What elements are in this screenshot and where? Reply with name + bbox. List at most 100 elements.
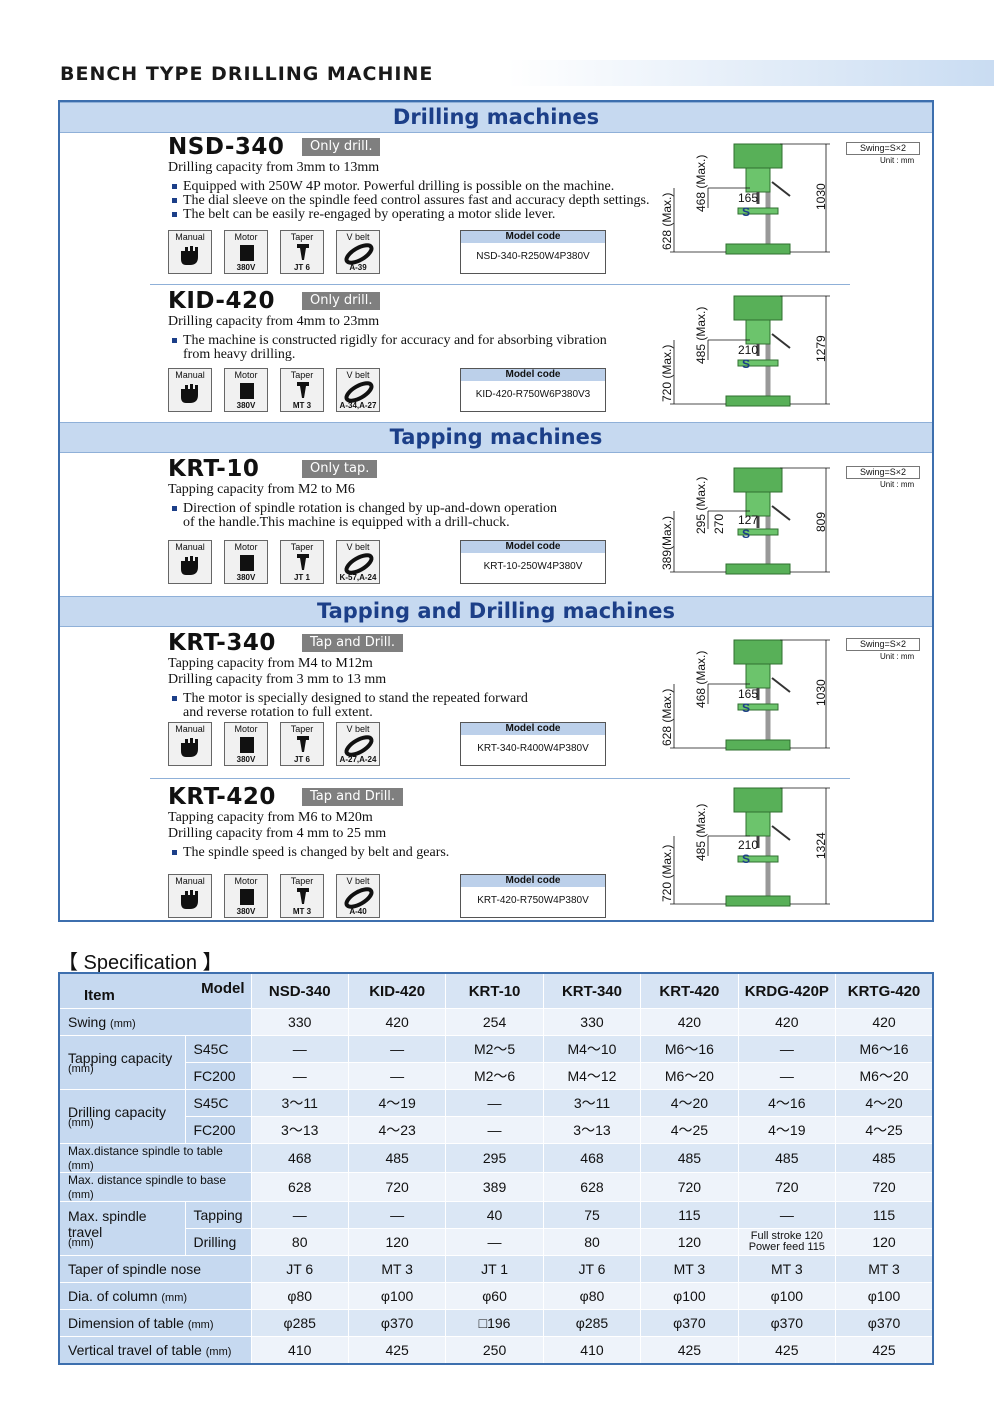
spec-value: 389	[445, 1172, 544, 1202]
icon-label: Motor	[234, 232, 258, 242]
dimension-height: 1279	[814, 335, 828, 362]
dimension-s: S	[742, 357, 751, 371]
spec-label-text: Max.distance spindle to table	[68, 1144, 223, 1158]
model-code-label: Model code	[461, 369, 605, 381]
drill-press-illustration	[670, 639, 830, 751]
manual-icon-glyph	[181, 890, 198, 909]
dimension-base: 628 (Max.)	[660, 192, 674, 250]
item-label: Item	[84, 987, 115, 1004]
spec-value: 468	[250, 1143, 349, 1173]
model-header: KRTG-420	[835, 972, 934, 1009]
dimension-height: 1324	[814, 832, 828, 859]
spec-label-unit: (mm)	[68, 1189, 94, 1201]
vbelt-icon-glyph	[344, 553, 374, 575]
vbelt-icon-glyph	[344, 243, 374, 265]
spec-value: 425	[737, 1336, 837, 1365]
feature-bullet: The dial sleeve on the spindle feed cont…	[172, 194, 650, 208]
drill-press-illustration	[670, 143, 830, 255]
dimension-height: 1030	[814, 679, 828, 706]
feature-text: of the handle.This machine is equipped w…	[183, 515, 510, 530]
model-header: KRT-420	[640, 972, 739, 1009]
feature-text: The spindle speed is changed by belt and…	[183, 845, 450, 860]
spec-sub-label: FC200	[184, 1062, 252, 1090]
dimension-s: S	[742, 852, 751, 866]
dimension-table: 468 (Max.)	[694, 154, 708, 212]
motor-icon-glyph	[240, 737, 254, 753]
drill-press-illustration	[670, 787, 830, 907]
product-name: KRT-340	[168, 630, 276, 656]
feature-text: The belt can be easily re-engaged by ope…	[183, 207, 556, 222]
model-header: KRT-10	[445, 972, 544, 1009]
spec-value: 4～19	[737, 1116, 837, 1144]
spec-label-unit: (mm)	[110, 1018, 136, 1030]
motor-icon-glyph	[240, 245, 254, 261]
spec-value: 720	[640, 1172, 739, 1202]
spec-value: 3～11	[542, 1089, 642, 1117]
spec-value: 115	[640, 1201, 739, 1229]
spec-value: MT 3	[835, 1255, 934, 1283]
spec-label-text: Dimension of table	[68, 1315, 184, 1331]
spec-label-unit: (mm)	[68, 1063, 94, 1075]
feature-text: Equipped with 250W 4P motor. Powerful dr…	[183, 179, 615, 194]
icon-value: MT 3	[292, 401, 312, 410]
product-name: KRT-420	[168, 784, 276, 810]
spec-value: 4～25	[640, 1116, 739, 1144]
feature-text: and reverse rotation to full extent.	[183, 705, 373, 720]
manual-icon: Manual	[168, 540, 212, 584]
section-drilling-header: Drilling machines	[60, 102, 932, 133]
spec-value: —	[347, 1062, 447, 1090]
spec-value: φ370	[835, 1309, 934, 1337]
spec-value-line: Full stroke 120	[750, 1230, 823, 1242]
unit-note: Unit : mm	[880, 480, 915, 489]
taper-icon-glyph	[297, 736, 309, 752]
spec-value: 75	[542, 1201, 642, 1229]
spec-value: 485	[347, 1143, 447, 1173]
spec-value: φ100	[737, 1282, 837, 1310]
spec-value: M4～10	[542, 1035, 642, 1063]
spec-value: 250	[445, 1336, 544, 1365]
spec-value: —	[737, 1035, 837, 1063]
spec-value: 628	[542, 1172, 642, 1202]
icon-label: Manual	[175, 232, 205, 242]
spec-value: M6～16	[835, 1035, 934, 1063]
dimension-s: S	[742, 527, 751, 541]
spec-label-text: Tapping capacity	[68, 1050, 173, 1066]
spec-value: 4～20	[835, 1089, 934, 1117]
item-model-header: Item Model	[58, 972, 252, 1009]
spec-value: JT 6	[542, 1255, 642, 1283]
icon-label: Manual	[175, 370, 205, 380]
model-code-value: KRT-420-R750W4P380V	[477, 895, 589, 906]
spec-value: 720	[347, 1172, 447, 1202]
dimension-base: 389(Max.)	[660, 515, 674, 570]
model-code-label: Model code	[461, 541, 605, 553]
drill-press-illustration	[670, 295, 830, 407]
icon-label: Taper	[290, 370, 314, 380]
swing-note: Swing=S×2	[846, 466, 920, 479]
manual-icon: Manual	[168, 230, 212, 274]
spec-value: M6～20	[640, 1062, 739, 1090]
dimension-s: S	[742, 701, 751, 715]
model-code-label: Model code	[461, 723, 605, 735]
icon-label: V belt	[346, 370, 370, 380]
taper-icon-glyph	[297, 382, 309, 398]
spec-value: 120	[835, 1228, 934, 1256]
icon-value: K-57,A-24	[339, 573, 377, 582]
taper-icon-glyph	[297, 244, 309, 260]
icon-label: Manual	[175, 724, 205, 734]
product-badge: Only drill.	[302, 138, 381, 156]
spec-row-label: Dimension of table (mm)	[58, 1309, 252, 1337]
icon-label: Manual	[175, 876, 205, 886]
dimension-throat: 210	[738, 838, 759, 852]
spec-value: 120	[640, 1228, 739, 1256]
spec-value: 485	[737, 1143, 837, 1173]
